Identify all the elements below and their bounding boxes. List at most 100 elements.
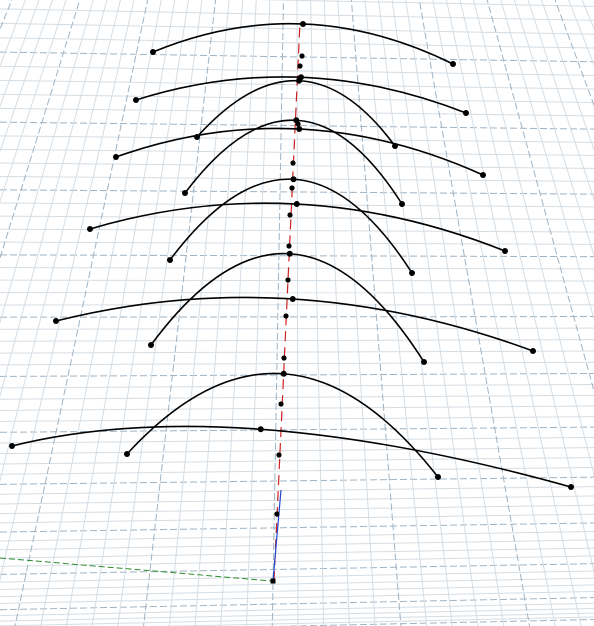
curve-endpoint-icon[interactable] [133, 97, 139, 103]
grid-line [0, 350, 594, 354]
curve-endpoint-icon[interactable] [502, 248, 508, 254]
curve-endpoint-icon[interactable] [150, 49, 156, 55]
grid-line [337, 0, 376, 626]
curve-endpoint-icon[interactable] [435, 474, 441, 480]
grid-line [0, 531, 594, 542]
grid-line [0, 361, 594, 366]
grid-line [0, 495, 594, 505]
grid-line [0, 121, 594, 130]
curve-endpoint-icon[interactable] [113, 154, 119, 160]
grid-line [0, 504, 594, 515]
curve-endpoint-icon[interactable] [421, 359, 427, 365]
curve-endpoint-icon[interactable] [148, 342, 154, 348]
spine-point-icon[interactable] [299, 53, 305, 59]
grid-line [364, 0, 428, 626]
grid-line [527, 0, 594, 201]
curve-apex-point-icon[interactable] [296, 126, 303, 132]
curve-endpoint-icon[interactable] [392, 143, 398, 149]
grid-line [0, 486, 594, 495]
curve-apex-point-icon[interactable] [293, 201, 300, 207]
curve-apex-point-icon[interactable] [289, 296, 296, 302]
curve-3[interactable] [55, 296, 534, 352]
grid-line [14, 0, 149, 626]
spine-point-icon[interactable] [289, 185, 295, 191]
spine-point-icon[interactable] [285, 277, 291, 283]
grid-line [350, 0, 402, 626]
grid-line [0, 327, 594, 330]
grid-line [445, 0, 582, 626]
spine-point-icon[interactable] [274, 511, 280, 517]
grid-line [0, 547, 594, 559]
grid-line [500, 0, 594, 321]
grid-line [143, 0, 217, 626]
grid-line [0, 584, 594, 598]
world-x-axis [0, 557, 273, 582]
grid-line [0, 0, 94, 325]
spine-point-icon[interactable] [283, 313, 289, 319]
grid-line [0, 51, 594, 63]
curve-apex-point-icon[interactable] [290, 176, 297, 183]
world-z-axis [272, 489, 282, 582]
spine-point-icon[interactable] [297, 63, 303, 69]
spine-point-icon[interactable] [295, 121, 301, 127]
grid-line [0, 0, 121, 483]
curve-4[interactable] [150, 252, 425, 363]
grid-line [271, 0, 284, 626]
spine-point-icon[interactable] [281, 355, 287, 361]
curve-endpoint-icon[interactable] [124, 451, 130, 457]
grid-line [459, 0, 594, 574]
origin-point-icon[interactable] [270, 578, 276, 584]
grid-line [0, 436, 594, 444]
curve-endpoint-icon[interactable] [409, 270, 415, 276]
world-axes [0, 21, 301, 582]
curve-apex-point-icon[interactable] [257, 426, 264, 433]
grid-line [0, 447, 594, 455]
curve-apex-point-icon[interactable] [280, 370, 287, 377]
curve-apex-point-icon[interactable] [296, 77, 302, 84]
curve-endpoint-icon[interactable] [480, 172, 486, 178]
curve-7[interactable] [115, 127, 484, 176]
grid-line [91, 0, 189, 626]
grid-line [220, 0, 257, 626]
grid-line [0, 383, 594, 389]
curve-endpoint-icon[interactable] [194, 134, 200, 140]
curve-apex-point-icon[interactable] [286, 250, 293, 257]
spine-point-icon[interactable] [286, 243, 292, 249]
curve-endpoint-icon[interactable] [450, 61, 456, 67]
curve-endpoint-icon[interactable] [182, 190, 188, 196]
grid-line [473, 0, 594, 477]
grid-line [0, 555, 594, 567]
grid-line [40, 0, 162, 626]
grid-line [0, 457, 594, 465]
curve-endpoint-icon[interactable] [463, 110, 469, 116]
curve-apex-point-icon[interactable] [300, 21, 306, 27]
curve-endpoint-icon[interactable] [167, 257, 173, 263]
grid-line [486, 0, 594, 393]
spine-point-icon[interactable] [278, 401, 284, 407]
curve-endpoint-icon[interactable] [530, 348, 536, 354]
grid-line [0, 466, 594, 475]
grid-line [0, 339, 594, 342]
grid-line [310, 0, 325, 626]
curve-objects[interactable] [9, 21, 574, 584]
curve-endpoint-icon[interactable] [87, 226, 93, 232]
grid-line [513, 0, 594, 257]
spine-point-icon[interactable] [287, 212, 293, 218]
grid-line [0, 372, 594, 377]
grid-line [0, 563, 594, 575]
grid-line [0, 513, 594, 524]
curve-endpoint-icon[interactable] [399, 201, 405, 207]
spine-point-icon[interactable] [290, 160, 296, 166]
grid-line [117, 0, 203, 626]
curve-endpoint-icon[interactable] [568, 484, 574, 490]
spine-point-icon[interactable] [276, 452, 282, 458]
grid-line [0, 405, 594, 411]
grid-line [0, 394, 594, 400]
world-y-axis [273, 21, 301, 582]
curve-endpoint-icon[interactable] [53, 318, 59, 324]
grid-line [418, 0, 531, 626]
curve-endpoint-icon[interactable] [9, 443, 15, 449]
